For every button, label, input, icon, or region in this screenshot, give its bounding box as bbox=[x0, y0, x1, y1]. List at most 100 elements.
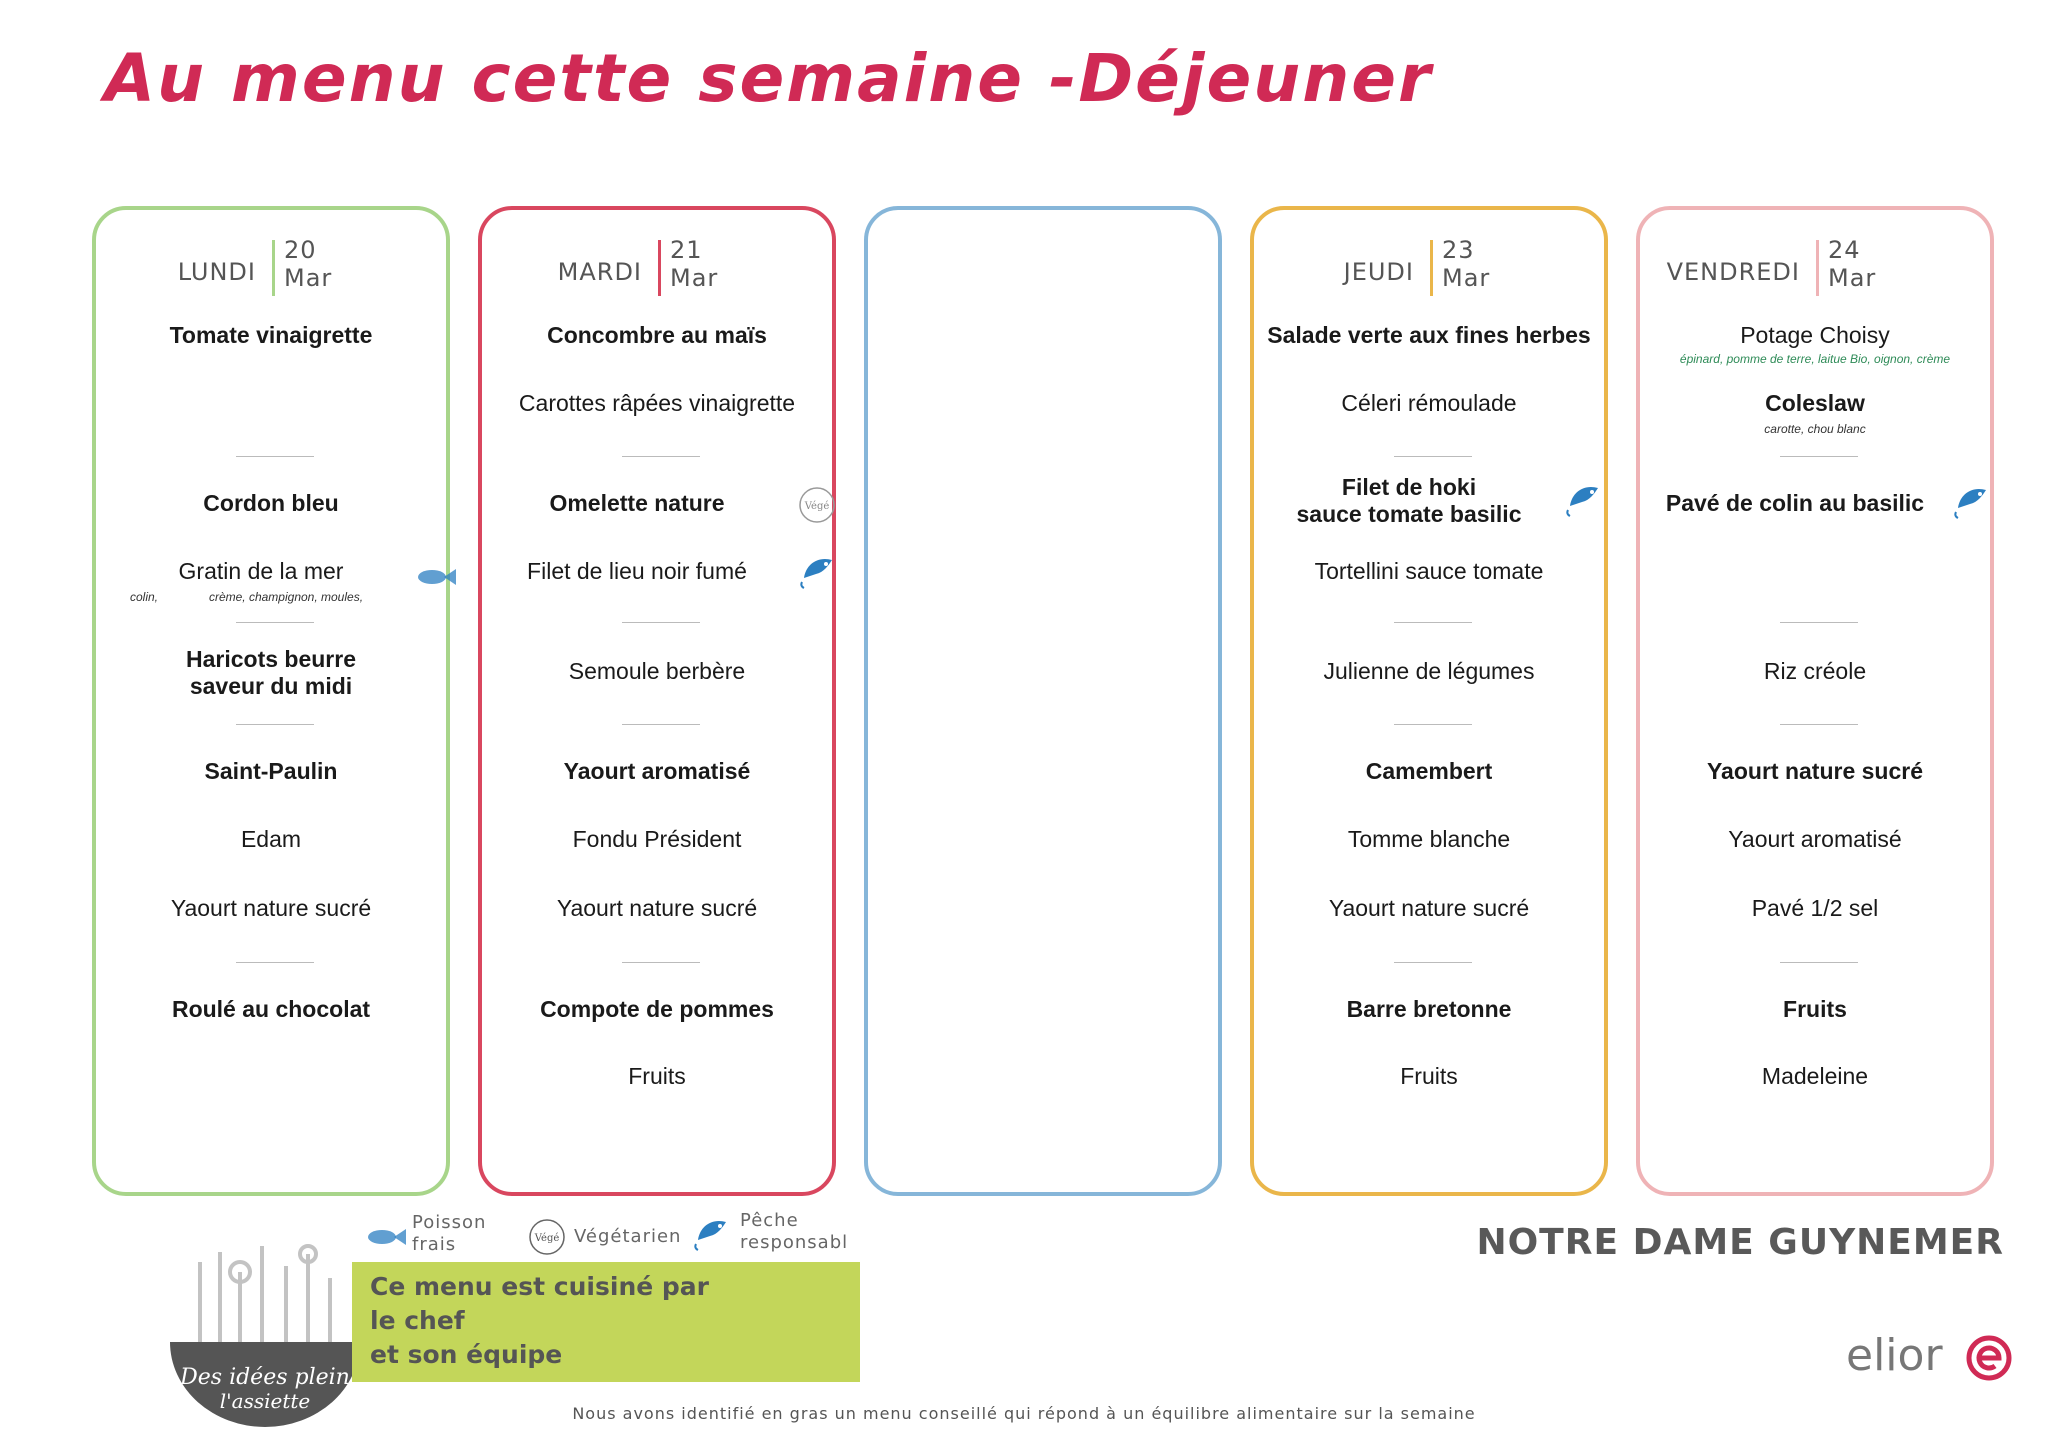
menu-item: Potage Choisy bbox=[1740, 322, 1890, 348]
legend-label: Pêche bbox=[740, 1210, 799, 1231]
divider bbox=[236, 622, 314, 623]
menu-item: Roulé au chocolat bbox=[171, 996, 371, 1022]
vegetarian-badge-label: Végé bbox=[534, 1233, 560, 1244]
divider bbox=[1780, 724, 1858, 725]
day-column-jeudi: JEUDI 23 Mar Salade verte aux fines herb… bbox=[1250, 206, 1608, 1196]
day-column-lundi: LUNDI 20 Mar Tomate vinaigrette Cordon b… bbox=[92, 206, 456, 1196]
menu-item: Julienne de légumes bbox=[1323, 658, 1535, 684]
day-column-mardi: MARDI 21 Mar Concombre au maïs Carottes … bbox=[478, 206, 836, 1196]
menu-item: Camembert bbox=[1365, 758, 1493, 784]
responsible-fishing-icon bbox=[800, 558, 832, 589]
menu-item: Fruits bbox=[628, 1063, 686, 1089]
menu-item: Coleslaw bbox=[1765, 390, 1865, 416]
menu-item: Yaourt nature sucré bbox=[556, 895, 758, 921]
menu-item: Tortellini sauce tomate bbox=[1314, 558, 1544, 584]
divider bbox=[1394, 622, 1472, 623]
divider bbox=[622, 622, 700, 623]
legend-fresh-fish: Poisson frais bbox=[412, 1212, 486, 1256]
day-date: 20 Mar bbox=[284, 236, 332, 292]
header-separator bbox=[658, 240, 661, 296]
header-separator bbox=[1430, 240, 1433, 296]
day-number: 21 bbox=[670, 236, 703, 264]
responsible-fishing-icon bbox=[1954, 488, 1986, 519]
day-header: VENDREDI 24 Mar bbox=[1640, 228, 1990, 296]
menu-item: Tomme blanche bbox=[1347, 826, 1511, 852]
menu-item: Yaourt aromatisé bbox=[1728, 826, 1902, 852]
legend-label: frais bbox=[412, 1234, 457, 1255]
elior-logo: elior bbox=[1846, 1330, 2013, 1382]
responsible-fishing-icon bbox=[1566, 486, 1598, 517]
menu-item: Filet de hoki bbox=[1341, 474, 1477, 500]
menu-item: Fruits bbox=[1400, 1063, 1458, 1089]
chef-banner: Ce menu est cuisiné par le chef et son é… bbox=[352, 1262, 860, 1382]
divider bbox=[622, 456, 700, 457]
menu-item: Pavé 1/2 sel bbox=[1751, 895, 1879, 921]
banner-line: le chef bbox=[370, 1306, 465, 1335]
ingredient-note: crème, champignon, moules, bbox=[208, 590, 364, 604]
menu-item: Yaourt nature sucré bbox=[1706, 758, 1924, 784]
day-name: VENDREDI bbox=[1666, 258, 1800, 286]
menu-item: Semoule berbère bbox=[568, 658, 746, 684]
chef-logo: Des idées plein l'assiette bbox=[170, 1244, 360, 1427]
ingredient-note: carotte, chou blanc bbox=[1764, 422, 1866, 436]
day-column-vendredi: VENDREDI 24 Mar Potage Choisy épinard, p… bbox=[1636, 206, 1994, 1196]
menu-item: Yaourt aromatisé bbox=[563, 758, 751, 784]
logo-text: Des idées plein bbox=[179, 1365, 350, 1390]
legend-label: responsabl bbox=[740, 1232, 849, 1253]
brand-name: elior bbox=[1846, 1330, 1943, 1381]
vegetarian-badge-label: Végé bbox=[804, 501, 830, 512]
legend-responsible-fishing: Pêche responsabl bbox=[740, 1210, 848, 1254]
vegetarian-icon: Végé bbox=[799, 487, 835, 523]
legend-vegetarian: Végétarien bbox=[574, 1226, 682, 1247]
fresh-fish-icon bbox=[418, 569, 456, 585]
day-header: LUNDI 20 Mar bbox=[96, 228, 446, 296]
menu-item: Yaourt nature sucré bbox=[170, 895, 372, 921]
menu-item: Salade verte aux fines herbes bbox=[1267, 322, 1591, 348]
header-separator bbox=[1816, 240, 1819, 296]
menu-item: Barre bretonne bbox=[1346, 996, 1512, 1022]
menu-item: Tomate vinaigrette bbox=[169, 322, 373, 348]
vegetarian-icon: Végé bbox=[529, 1219, 565, 1255]
menu-item: Concombre au maïs bbox=[547, 322, 767, 348]
divider bbox=[236, 456, 314, 457]
responsible-fishing-icon bbox=[694, 1220, 726, 1251]
day-date: 24 Mar bbox=[1828, 236, 1876, 292]
divider bbox=[1780, 622, 1858, 623]
menu-item: Haricots beurre bbox=[185, 646, 356, 672]
menu-item: Yaourt nature sucré bbox=[1328, 895, 1530, 921]
fresh-fish-icon bbox=[368, 1229, 406, 1245]
menu-item: Céleri rémoulade bbox=[1341, 390, 1517, 416]
day-column-empty bbox=[864, 206, 1222, 1196]
menu-item: Edam bbox=[240, 826, 302, 852]
ingredient-note: épinard, pomme de terre, laitue Bio, oig… bbox=[1679, 352, 1951, 366]
day-name: JEUDI bbox=[1343, 258, 1414, 286]
day-name: LUNDI bbox=[177, 258, 256, 286]
banner-line: et son équipe bbox=[370, 1340, 563, 1369]
divider bbox=[236, 724, 314, 725]
menu-item: Saint-Paulin bbox=[204, 758, 338, 784]
header-separator bbox=[272, 240, 275, 296]
menu-item: Filet de lieu noir fumé bbox=[527, 558, 747, 584]
banner-line: Ce menu est cuisiné par bbox=[370, 1272, 709, 1301]
menu-item: Madeleine bbox=[1761, 1063, 1869, 1089]
ingredient-note: colin, bbox=[129, 590, 158, 604]
day-number: 24 bbox=[1828, 236, 1861, 264]
footer-note: Nous avons identifié en gras un menu con… bbox=[572, 1404, 1476, 1423]
day-header: MARDI 21 Mar bbox=[482, 228, 832, 296]
page-title: Au menu cette semaine -Déjeuner bbox=[104, 40, 1433, 117]
divider bbox=[1394, 456, 1472, 457]
menu-item: Cordon bleu bbox=[203, 490, 339, 516]
divider bbox=[1780, 456, 1858, 457]
menu-item: Riz créole bbox=[1763, 658, 1867, 684]
menu-item: Fruits bbox=[1783, 996, 1847, 1022]
day-month: Mar bbox=[1442, 264, 1491, 292]
logo-text: l'assiette bbox=[220, 1389, 311, 1413]
day-number: 23 bbox=[1442, 236, 1475, 264]
divider bbox=[236, 962, 314, 963]
menu-item: sauce tomate basilic bbox=[1296, 501, 1522, 527]
divider bbox=[622, 724, 700, 725]
menu-item: Gratin de la mer bbox=[178, 558, 344, 584]
elior-e-icon bbox=[1966, 1335, 2012, 1381]
day-month: Mar bbox=[1828, 264, 1877, 292]
legend-label: Poisson bbox=[412, 1212, 487, 1233]
